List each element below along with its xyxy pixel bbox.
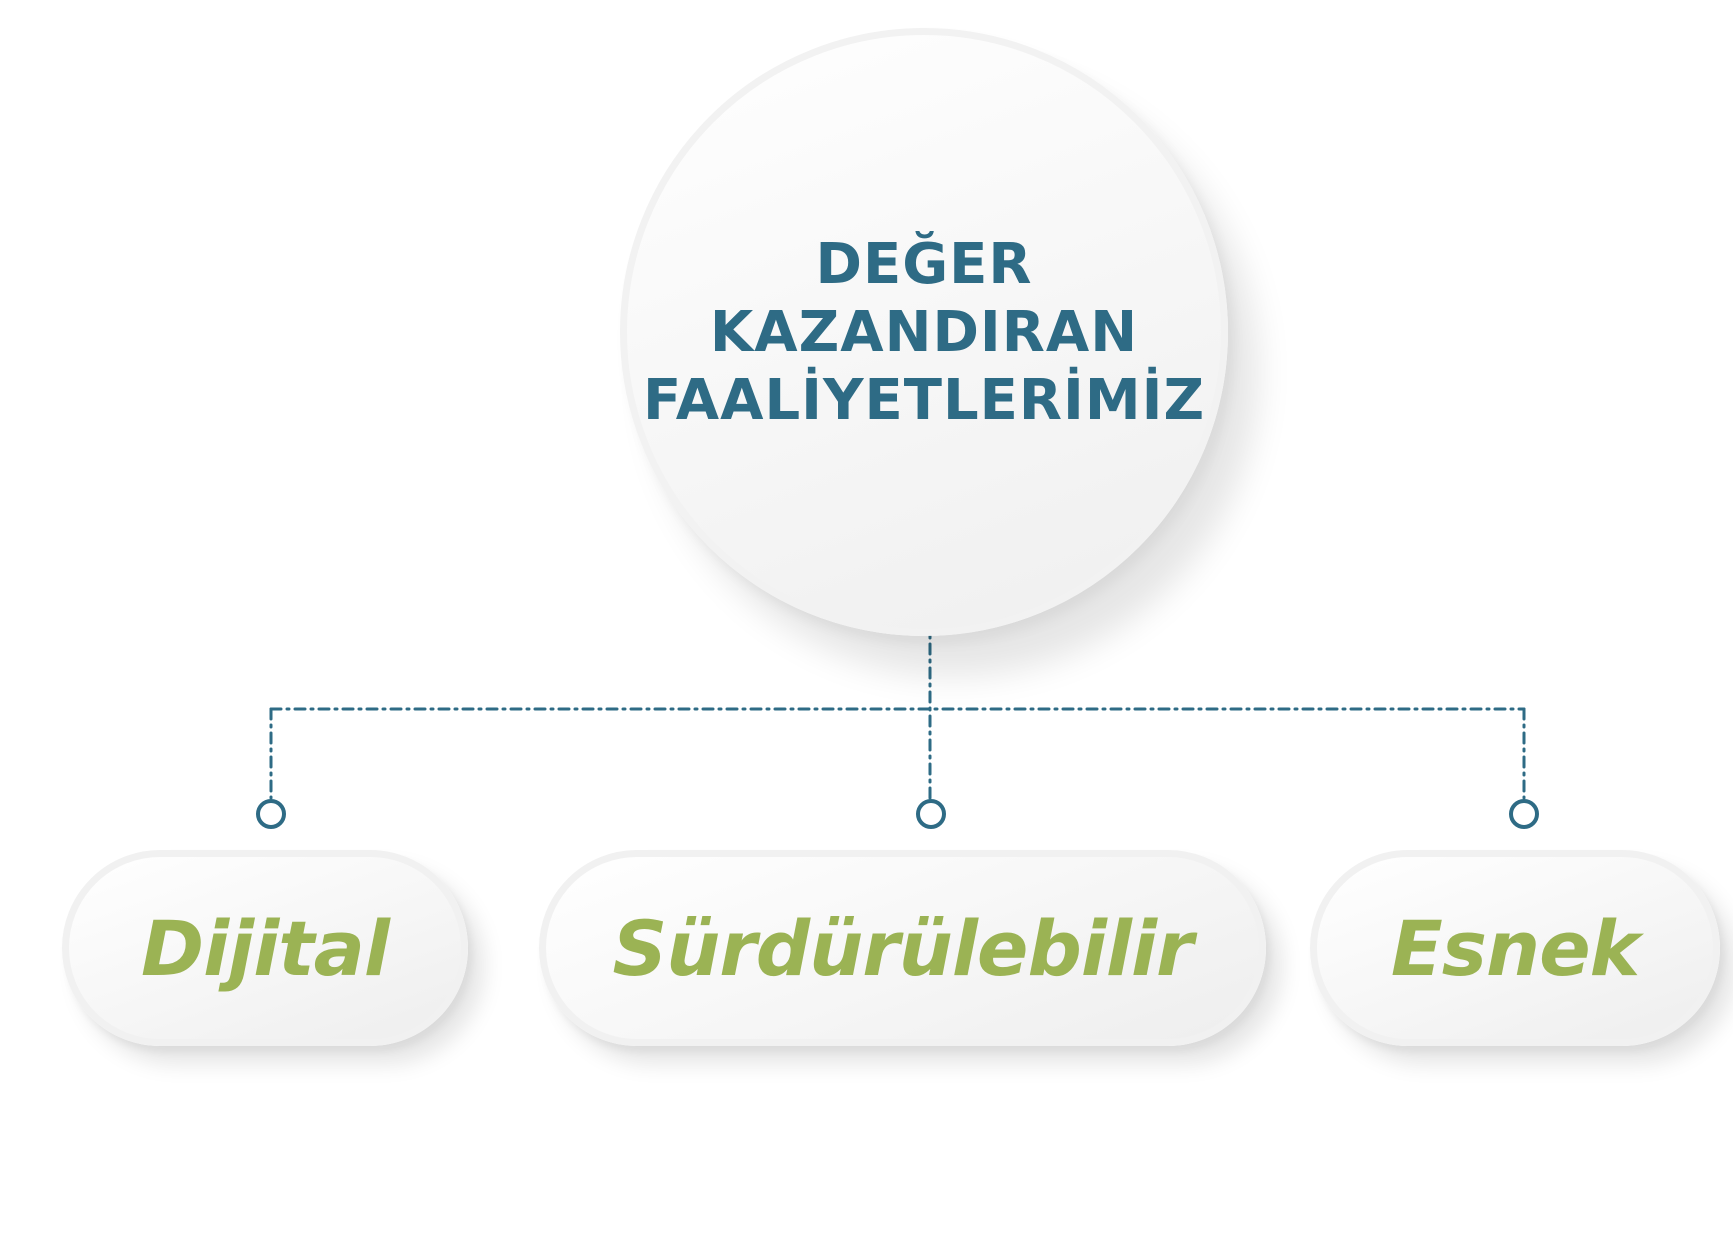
child-node-label: Esnek xyxy=(1390,903,1640,993)
surdurulebilir-connector-node xyxy=(916,799,946,829)
child-node-label: Dijital xyxy=(141,903,390,993)
root-title-line-3: FAALİYETLERİMİZ xyxy=(642,368,1206,433)
root-node-title: DEĞER KAZANDIRAN FAALİYETLERİMİZ xyxy=(627,231,1221,435)
root-title-line-2: KAZANDIRAN xyxy=(709,300,1139,365)
child-node-label: Sürdürülebilir xyxy=(612,903,1193,993)
child-node-surdurulebilir: Sürdürülebilir xyxy=(539,850,1266,1046)
child-node-esnek: Esnek xyxy=(1310,850,1720,1046)
child-node-dijital: Dijital xyxy=(62,850,468,1046)
dijital-connector-node xyxy=(256,799,286,829)
root-node-circle: DEĞER KAZANDIRAN FAALİYETLERİMİZ xyxy=(620,28,1228,636)
root-title-line-1: DEĞER xyxy=(815,232,1033,297)
esnek-connector-node xyxy=(1509,799,1539,829)
